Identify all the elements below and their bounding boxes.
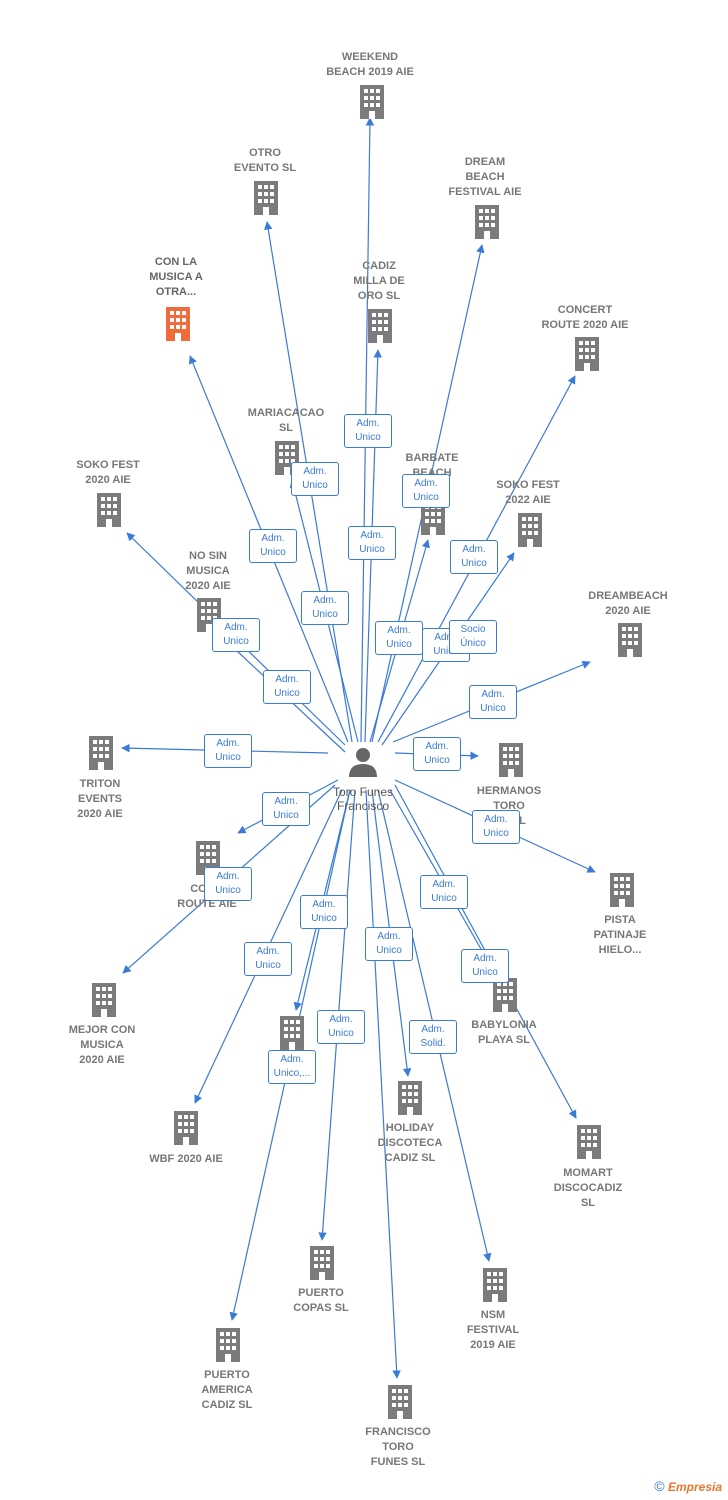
node-label-dreambeach-2020[interactable]: DREAMBEACH 2020 AIE (588, 590, 668, 617)
icon-layer (89, 85, 642, 1419)
building-icon[interactable] (577, 1125, 601, 1159)
relationship-badge[interactable]: Adm. Unico (469, 685, 517, 719)
relationship-badge[interactable]: Adm. Unico (263, 670, 311, 704)
building-icon[interactable] (280, 1016, 304, 1050)
relationship-badge[interactable]: Adm. Unico (300, 895, 348, 929)
relationship-badge[interactable]: Adm. Unico (291, 462, 339, 496)
node-label-concert-route-2020[interactable]: CONCERT ROUTE 2020 AIE (541, 304, 629, 331)
node-label-mariacacao[interactable]: MARIACACAO SL (247, 407, 325, 434)
building-icon[interactable] (493, 978, 517, 1012)
node-label-weekend-beach[interactable]: WEEKEND BEACH 2019 AIE (326, 51, 414, 78)
building-icon[interactable] (610, 873, 634, 907)
relationship-badge[interactable]: Adm. Unico (262, 792, 310, 826)
node-label-momart-discocadiz[interactable]: MOMART DISCOCADIZ SL (553, 1167, 623, 1209)
building-icon[interactable] (254, 181, 278, 215)
center-person-label[interactable]: Toro Funes Francisco (332, 785, 394, 813)
node-label-otro-evento[interactable]: OTRO EVENTO SL (233, 147, 297, 174)
building-icon[interactable] (92, 983, 116, 1017)
relationship-badge[interactable]: Adm. Unico (420, 875, 468, 909)
relationship-badge[interactable]: Adm. Unico (244, 942, 292, 976)
building-icon[interactable] (575, 337, 599, 371)
building-icon[interactable] (310, 1246, 334, 1280)
node-label-pista-patinaje[interactable]: PISTA PATINAJE HIELO... (593, 914, 647, 956)
building-icon[interactable] (216, 1328, 240, 1362)
node-label-triton-events[interactable]: TRITON EVENTS 2020 AIE (77, 778, 123, 820)
node-label-puerto-america[interactable]: PUERTO AMERICA CADIZ SL (201, 1369, 253, 1411)
building-icon[interactable] (483, 1268, 507, 1302)
relationship-badge[interactable]: Adm. Unico (204, 867, 252, 901)
building-icon[interactable] (89, 736, 113, 770)
building-icon[interactable] (398, 1081, 422, 1115)
building-icon[interactable] (388, 1385, 412, 1419)
node-label-dream-beach-festival[interactable]: DREAM BEACH FESTIVAL AIE (448, 156, 522, 198)
copyright-symbol: © (654, 1478, 665, 1494)
node-label-nsm-festival[interactable]: NSM FESTIVAL 2019 AIE (466, 1309, 520, 1351)
relationship-badge[interactable]: Adm. Unico (472, 810, 520, 844)
building-icon[interactable] (499, 743, 523, 777)
relationship-badge[interactable]: Adm. Solid. (409, 1020, 457, 1054)
relationship-badge[interactable]: Adm. Unico (317, 1010, 365, 1044)
building-icon[interactable] (618, 623, 642, 657)
building-icon[interactable] (475, 205, 499, 239)
relationship-badge[interactable]: Adm. Unico (348, 526, 396, 560)
relationship-badge[interactable]: Adm. Unico (413, 737, 461, 771)
relationship-badge[interactable]: Adm. Unico,... (268, 1050, 316, 1084)
relationship-badge[interactable]: Adm. Unico (301, 591, 349, 625)
relationship-badge[interactable]: Adm. Unico (450, 540, 498, 574)
building-icon[interactable] (97, 493, 121, 527)
building-icon[interactable] (368, 309, 392, 343)
edge-francisco-toro (365, 789, 401, 1379)
relationship-badge[interactable]: Adm. Unico (249, 529, 297, 563)
node-label-puerto-copas[interactable]: PUERTO COPAS SL (293, 1287, 349, 1314)
building-icon[interactable] (166, 307, 190, 341)
node-label-holiday-discoteca[interactable]: HOLIDAY DISCOTECA CADIZ SL (377, 1122, 443, 1164)
relationship-badge[interactable]: Socio Único (449, 620, 497, 654)
edge-layer (121, 117, 596, 1379)
node-label-cadiz-milla[interactable]: CADIZ MILLA DE ORO SL (353, 260, 405, 302)
node-label-francisco-toro[interactable]: FRANCISCO TORO FUNES SL (365, 1426, 431, 1468)
person-icon[interactable] (349, 748, 377, 777)
relationship-badge[interactable]: Adm. Unico (375, 621, 423, 655)
relationship-badge[interactable]: Adm. Unico (461, 949, 509, 983)
footer: © Empresia (654, 1478, 722, 1494)
node-label-soko-fest-2020[interactable]: SOKO FEST 2020 AIE (76, 459, 140, 486)
relationship-badge[interactable]: Adm. Unico (344, 414, 392, 448)
relationship-badge[interactable]: Adm. Unico (402, 474, 450, 508)
building-icon[interactable] (518, 513, 542, 547)
node-label-mejor-con-musica[interactable]: MEJOR CON MUSICA 2020 AIE (68, 1024, 136, 1066)
relationship-badge[interactable]: Adm. Unico (212, 618, 260, 652)
building-icon[interactable] (174, 1111, 198, 1145)
relationship-badge[interactable]: Adm. Unico (365, 927, 413, 961)
building-icon[interactable] (360, 85, 384, 119)
relationship-badge[interactable]: Adm. Unico (204, 734, 252, 768)
node-label-no-sin-musica[interactable]: NO SIN MUSICA 2020 AIE (185, 550, 231, 592)
node-label-wbf-2020[interactable]: WBF 2020 AIE (149, 1153, 223, 1165)
node-label-soko-fest-2022[interactable]: SOKO FEST 2022 AIE (496, 479, 560, 506)
brand-logo[interactable]: Empresia (667, 1480, 722, 1494)
node-label-con-la-musica[interactable]: CON LA MUSICA A OTRA... (149, 256, 203, 298)
node-label-babylonia-playa[interactable]: BABYLONIA PLAYA SL (471, 1019, 537, 1046)
